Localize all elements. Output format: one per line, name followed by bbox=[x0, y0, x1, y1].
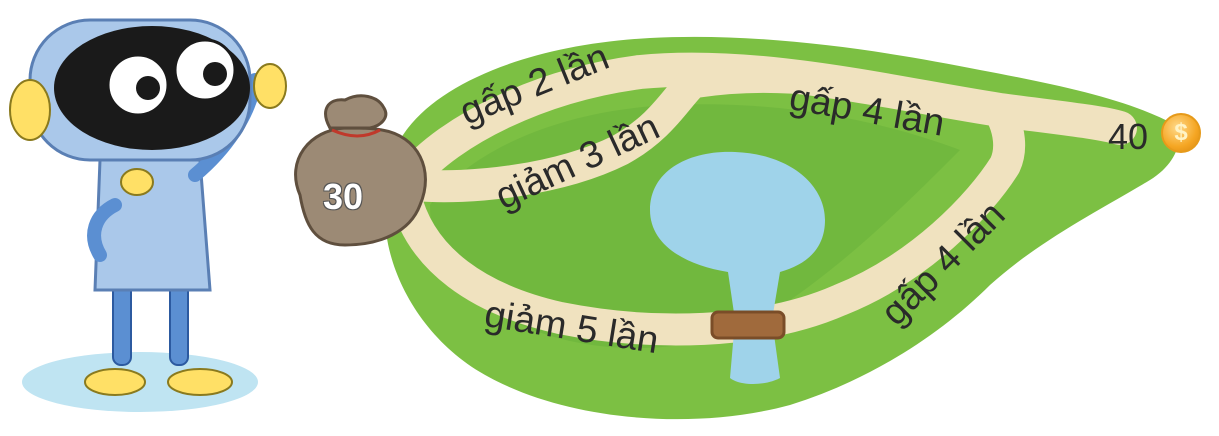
money-bag-icon bbox=[296, 96, 426, 245]
robot-icon bbox=[10, 20, 286, 395]
goal-value: 40 bbox=[1108, 116, 1148, 158]
start-value: 30 bbox=[313, 176, 373, 218]
dollar-coin-icon: $ bbox=[1161, 113, 1201, 153]
pond-bridge bbox=[712, 312, 784, 338]
